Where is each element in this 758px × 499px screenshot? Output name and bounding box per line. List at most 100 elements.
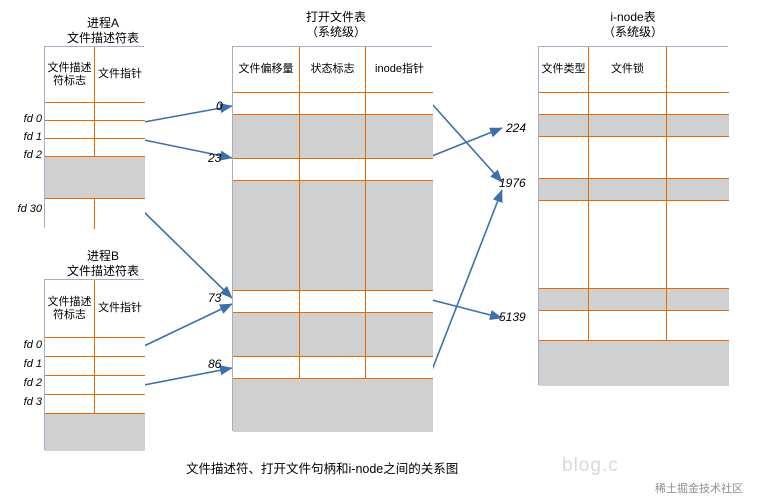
process-a-row-2	[45, 139, 145, 157]
inode-header-row: 文件类型 文件锁	[539, 47, 729, 93]
open-file-row-6-cell-1	[300, 357, 366, 378]
open-file-row-0-cell-0	[233, 93, 300, 114]
open-file-row-3	[233, 181, 433, 291]
inode-table-title-line1: i-node表	[610, 10, 656, 24]
inode-table-title: i-node表 （系统级）	[538, 10, 728, 40]
process-a-title: 进程A 文件描述符表	[38, 16, 168, 46]
open-file-header-cell-2: inode指针	[366, 47, 433, 92]
inode-row-5-cell-1	[589, 289, 667, 310]
process-a-row-0-cell-1	[95, 103, 145, 120]
process-b-title-line1: 进程B	[86, 249, 119, 263]
process-a-table: 文件描述符标志 文件指针	[44, 46, 145, 229]
open-file-row-4-cell-2	[366, 291, 433, 312]
open-file-row-4	[233, 291, 433, 313]
inode-row-4-cell-0	[539, 201, 589, 288]
process-b-title-line2: 文件描述符表	[66, 264, 139, 278]
open-file-offset-label-0: 0	[216, 99, 223, 113]
watermark-brand: 稀土掘金技术社区	[655, 483, 743, 495]
open-file-row-6-cell-2	[366, 357, 433, 378]
process-b-row-2	[45, 376, 145, 395]
inode-label-2: 5139	[499, 310, 526, 324]
open-file-row-1-cell-2	[366, 115, 433, 158]
process-b-fd-label-3: fd 3	[23, 396, 42, 408]
inode-row-3-cell-2	[667, 179, 729, 200]
process-b-header-cell-1: 文件指针	[95, 280, 145, 337]
process-a-fd-label-0: fd 0	[23, 113, 42, 125]
inode-row-6-cell-2	[667, 311, 729, 340]
process-a-header-row: 文件描述符标志 文件指针	[45, 47, 145, 103]
process-a-row-2-cell-0	[45, 139, 95, 156]
process-a-row-3	[45, 157, 145, 199]
process-a-fd-label-2: fd 2	[23, 149, 42, 161]
open-file-table-title-line1: 打开文件表	[305, 10, 366, 24]
process-a-row-1-cell-1	[95, 121, 145, 138]
open-file-row-2-cell-0	[233, 159, 300, 180]
process-b-row-0-cell-0	[45, 338, 95, 356]
inode-row-6	[539, 311, 729, 341]
inode-label-0: 224	[506, 121, 527, 135]
inode-table: 文件类型 文件锁	[538, 46, 729, 386]
inode-row-2-cell-1	[589, 137, 667, 178]
process-a-row-0-cell-0	[45, 103, 95, 120]
process-a-row-1-cell-0	[45, 121, 95, 138]
inode-row-1	[539, 115, 729, 137]
inode-header-cell-0: 文件类型	[539, 47, 589, 92]
process-b-row-3	[45, 395, 145, 414]
open-file-header-label-0: 文件偏移量	[238, 63, 294, 75]
process-b-header-cell-0: 文件描述符标志	[45, 280, 95, 337]
process-b-header-row: 文件描述符标志 文件指针	[45, 280, 145, 338]
inode-row-1-cell-2	[667, 115, 729, 136]
process-b-header-label-1: 文件指针	[98, 302, 142, 314]
process-a-header-cell-0: 文件描述符标志	[45, 47, 95, 102]
process-b-title: 进程B 文件描述符表	[38, 249, 168, 279]
open-file-row-5	[233, 313, 433, 357]
inode-row-3-cell-1	[589, 179, 667, 200]
open-file-table-title-line2: （系统级）	[305, 25, 366, 39]
open-file-row-3-cell-1	[300, 181, 366, 290]
inode-row-5-cell-2	[667, 289, 729, 310]
process-a-row-4-cell-0	[45, 199, 95, 229]
open-file-offset-label-2: 73	[208, 291, 222, 305]
process-a-row-2-cell-1	[95, 139, 145, 156]
open-file-header-cell-0: 文件偏移量	[233, 47, 300, 92]
process-a-row-4-cell-1	[95, 199, 145, 229]
process-a-fd-label-1: fd 1	[23, 131, 42, 143]
process-b-row-3-cell-1	[95, 395, 145, 413]
inode-header-cell-1: 文件锁	[589, 47, 667, 92]
process-b-row-4	[45, 414, 145, 451]
open-file-row-1-cell-0	[233, 115, 300, 158]
inode-label-1: 1976	[499, 176, 526, 190]
open-file-header-cell-1: 状态标志	[300, 47, 366, 92]
inode-row-7	[539, 341, 729, 386]
inode-row-5-cell-0	[539, 289, 589, 310]
open-file-row-0	[233, 93, 433, 115]
inode-row-0-cell-1	[589, 93, 667, 114]
open-file-row-1	[233, 115, 433, 159]
inode-row-3-cell-0	[539, 179, 589, 200]
open-file-row-5-cell-0	[233, 313, 300, 356]
figure-caption: 文件描述符、打开文件句柄和i-node之间的关系图	[186, 462, 459, 476]
open-file-offset-label-3: 86	[208, 357, 222, 371]
process-b-fd-label-0: fd 0	[23, 339, 42, 351]
process-a-title-line1: 进程A	[86, 16, 119, 30]
inode-row-0-cell-2	[667, 93, 729, 114]
open-file-row-2	[233, 159, 433, 181]
inode-row-6-cell-0	[539, 311, 589, 340]
inode-row-4-cell-2	[667, 201, 729, 288]
process-b-fd-label-1: fd 1	[23, 358, 42, 370]
process-b-row-1-cell-1	[95, 357, 145, 375]
open-file-header-row: 文件偏移量 状态标志 inode指针	[233, 47, 433, 93]
process-a-title-line2: 文件描述符表	[66, 31, 139, 45]
process-b-row-0-cell-1	[95, 338, 145, 356]
open-file-table-title: 打开文件表 （系统级）	[236, 10, 436, 40]
process-a-row-4	[45, 199, 145, 229]
open-file-row-0-cell-1	[300, 93, 366, 114]
open-file-row-4-cell-1	[300, 291, 366, 312]
process-b-row-3-cell-0	[45, 395, 95, 413]
open-file-table: 文件偏移量 状态标志 inode指针	[232, 46, 433, 432]
inode-row-4-cell-1	[589, 201, 667, 288]
open-file-row-5-cell-1	[300, 313, 366, 356]
inode-row-1-cell-0	[539, 115, 589, 136]
process-b-row-2-cell-1	[95, 376, 145, 394]
